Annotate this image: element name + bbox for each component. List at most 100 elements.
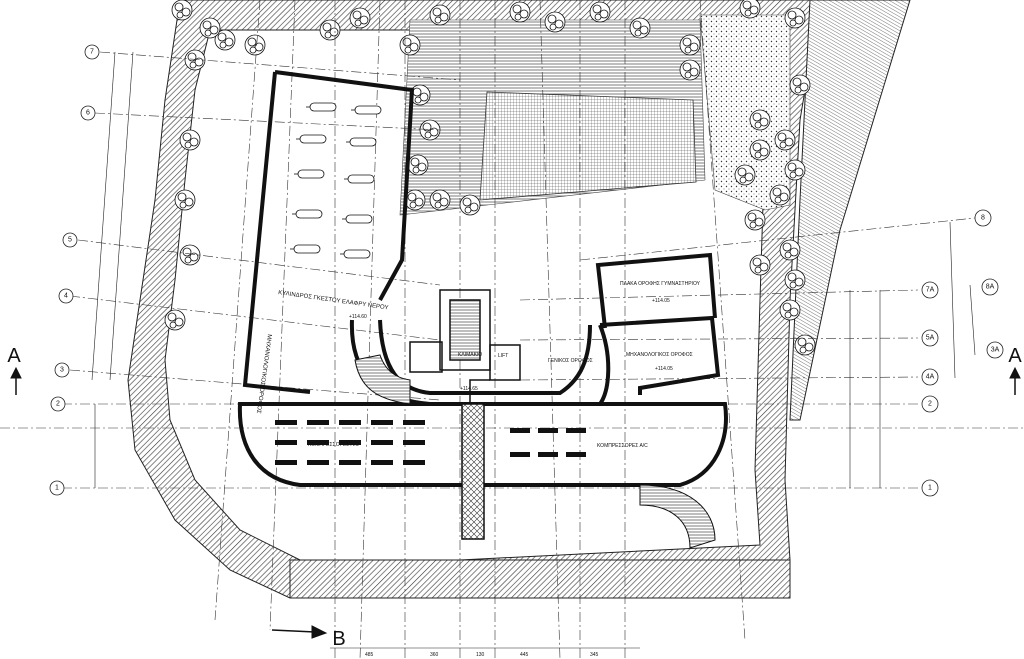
cylinder <box>342 214 373 224</box>
tree <box>244 34 266 56</box>
ac-unit <box>307 440 329 445</box>
tree <box>794 334 816 356</box>
ac-unit <box>371 460 393 465</box>
cylinder <box>344 174 375 184</box>
grid-bubble-right-8: 8 <box>974 209 992 227</box>
tree <box>734 164 756 186</box>
grid-label: 7 <box>90 49 94 56</box>
grid-label: 8A <box>986 284 995 291</box>
cylinder <box>292 209 323 219</box>
tree <box>789 74 811 96</box>
dim-3: 130 <box>476 652 485 658</box>
tree <box>779 299 801 321</box>
label-compressors-left: ΚΟΜΠΡΕΣΣΟΡΕΣ Α/C <box>308 442 359 448</box>
grid-label: 7A <box>926 287 935 294</box>
section-a-right: A <box>1008 345 1022 367</box>
dim-4: 445 <box>520 652 529 658</box>
trees <box>164 0 816 356</box>
grid-label: 5A <box>926 335 935 342</box>
retaining-wall-east <box>789 0 911 421</box>
tree <box>779 239 801 261</box>
dimension-lines <box>91 51 976 649</box>
dim-5: 345 <box>590 652 599 658</box>
ac-unit <box>566 452 586 457</box>
grid-label: 5 <box>68 237 72 244</box>
tree <box>399 34 421 56</box>
level-marker-2: +114.65 <box>460 386 478 392</box>
curved-stair-core <box>354 354 411 405</box>
tree <box>629 17 651 39</box>
ac-unit <box>538 452 558 457</box>
ac-unit <box>538 428 558 433</box>
tree <box>749 139 771 161</box>
ac-unit <box>371 440 393 445</box>
grid-label: 2 <box>928 401 932 408</box>
grid-bubble-right-3A: 3A <box>986 341 1004 359</box>
cylinder <box>296 134 327 144</box>
ac-unit <box>371 420 393 425</box>
tree <box>459 194 481 216</box>
ac-unit <box>339 460 361 465</box>
grid-bubble-left-4: 4 <box>58 288 74 304</box>
section-arrows <box>10 366 1021 639</box>
cylinder <box>290 244 321 254</box>
grid-label: 3 <box>60 367 64 374</box>
label-gym-floor: ΠΛΑΚΑ ΟΡΟΦΗΣ ΓΥΜΝΑΣΤΗΡΙΟΥ <box>620 281 701 287</box>
grid-bubble-right-7A: 7A <box>921 281 939 299</box>
tree <box>404 189 426 211</box>
grid-bubbles: 7 6 5 4 3 2 1 8 8A 7A 5A 3A 4A 2 1 <box>49 44 1004 497</box>
grid-label: 1 <box>928 485 932 492</box>
ac-unit <box>510 428 530 433</box>
grid-bubble-left-5: 5 <box>62 232 78 248</box>
tree <box>589 1 611 23</box>
ac-unit <box>510 452 530 457</box>
ac-unit <box>339 440 361 445</box>
tree <box>171 0 193 21</box>
grid-bubble-right-1: 1 <box>921 479 939 497</box>
stair-lift-core <box>409 289 521 540</box>
grid-bubble-left-6: 6 <box>80 105 96 121</box>
cylinder <box>346 137 377 147</box>
grid-bubble-left-7: 7 <box>84 44 100 60</box>
tree <box>749 254 771 276</box>
tree <box>349 7 371 29</box>
tree <box>679 34 701 56</box>
section-b: B <box>332 628 345 650</box>
label-compressors-right: ΚΟΜΠΡΕΣΣΟΡΕΣ Α/C <box>597 443 648 449</box>
grid-bubble-left-1: 1 <box>49 480 65 496</box>
ac-unit <box>566 428 586 433</box>
cylinder <box>306 102 337 112</box>
tree <box>184 49 206 71</box>
landscape-area <box>699 14 791 211</box>
section-a-left: A <box>7 345 21 367</box>
tree <box>429 4 451 26</box>
tree <box>769 184 791 206</box>
tree <box>784 7 806 29</box>
grid-label: 4A <box>926 374 935 381</box>
building-walls <box>237 70 728 487</box>
grid-bubble-right-4A: 4A <box>921 368 939 386</box>
gas-cylinders <box>290 102 382 259</box>
label-lift: LIFT <box>498 353 508 359</box>
tree <box>784 269 806 291</box>
gym-roof-slab-inner <box>479 91 697 201</box>
level-marker-3: +114.05 <box>652 298 670 304</box>
ac-unit <box>403 440 425 445</box>
tree <box>179 244 201 266</box>
grid-label: 6 <box>86 110 90 117</box>
tree <box>214 29 236 51</box>
tree <box>679 59 701 81</box>
tree <box>407 154 429 176</box>
label-stair: ΚΛΙΜΑΚΙΟ <box>458 352 482 358</box>
ac-compressor-units <box>275 420 586 465</box>
tree <box>179 129 201 151</box>
ac-unit <box>275 420 297 425</box>
cylinder <box>294 169 325 179</box>
tree <box>544 11 566 33</box>
ac-unit <box>275 460 297 465</box>
tree <box>199 17 221 39</box>
bottom-dimensions: 485 360 130 445 345 <box>365 652 599 658</box>
ac-unit <box>403 460 425 465</box>
grid-label: 2 <box>56 401 60 408</box>
